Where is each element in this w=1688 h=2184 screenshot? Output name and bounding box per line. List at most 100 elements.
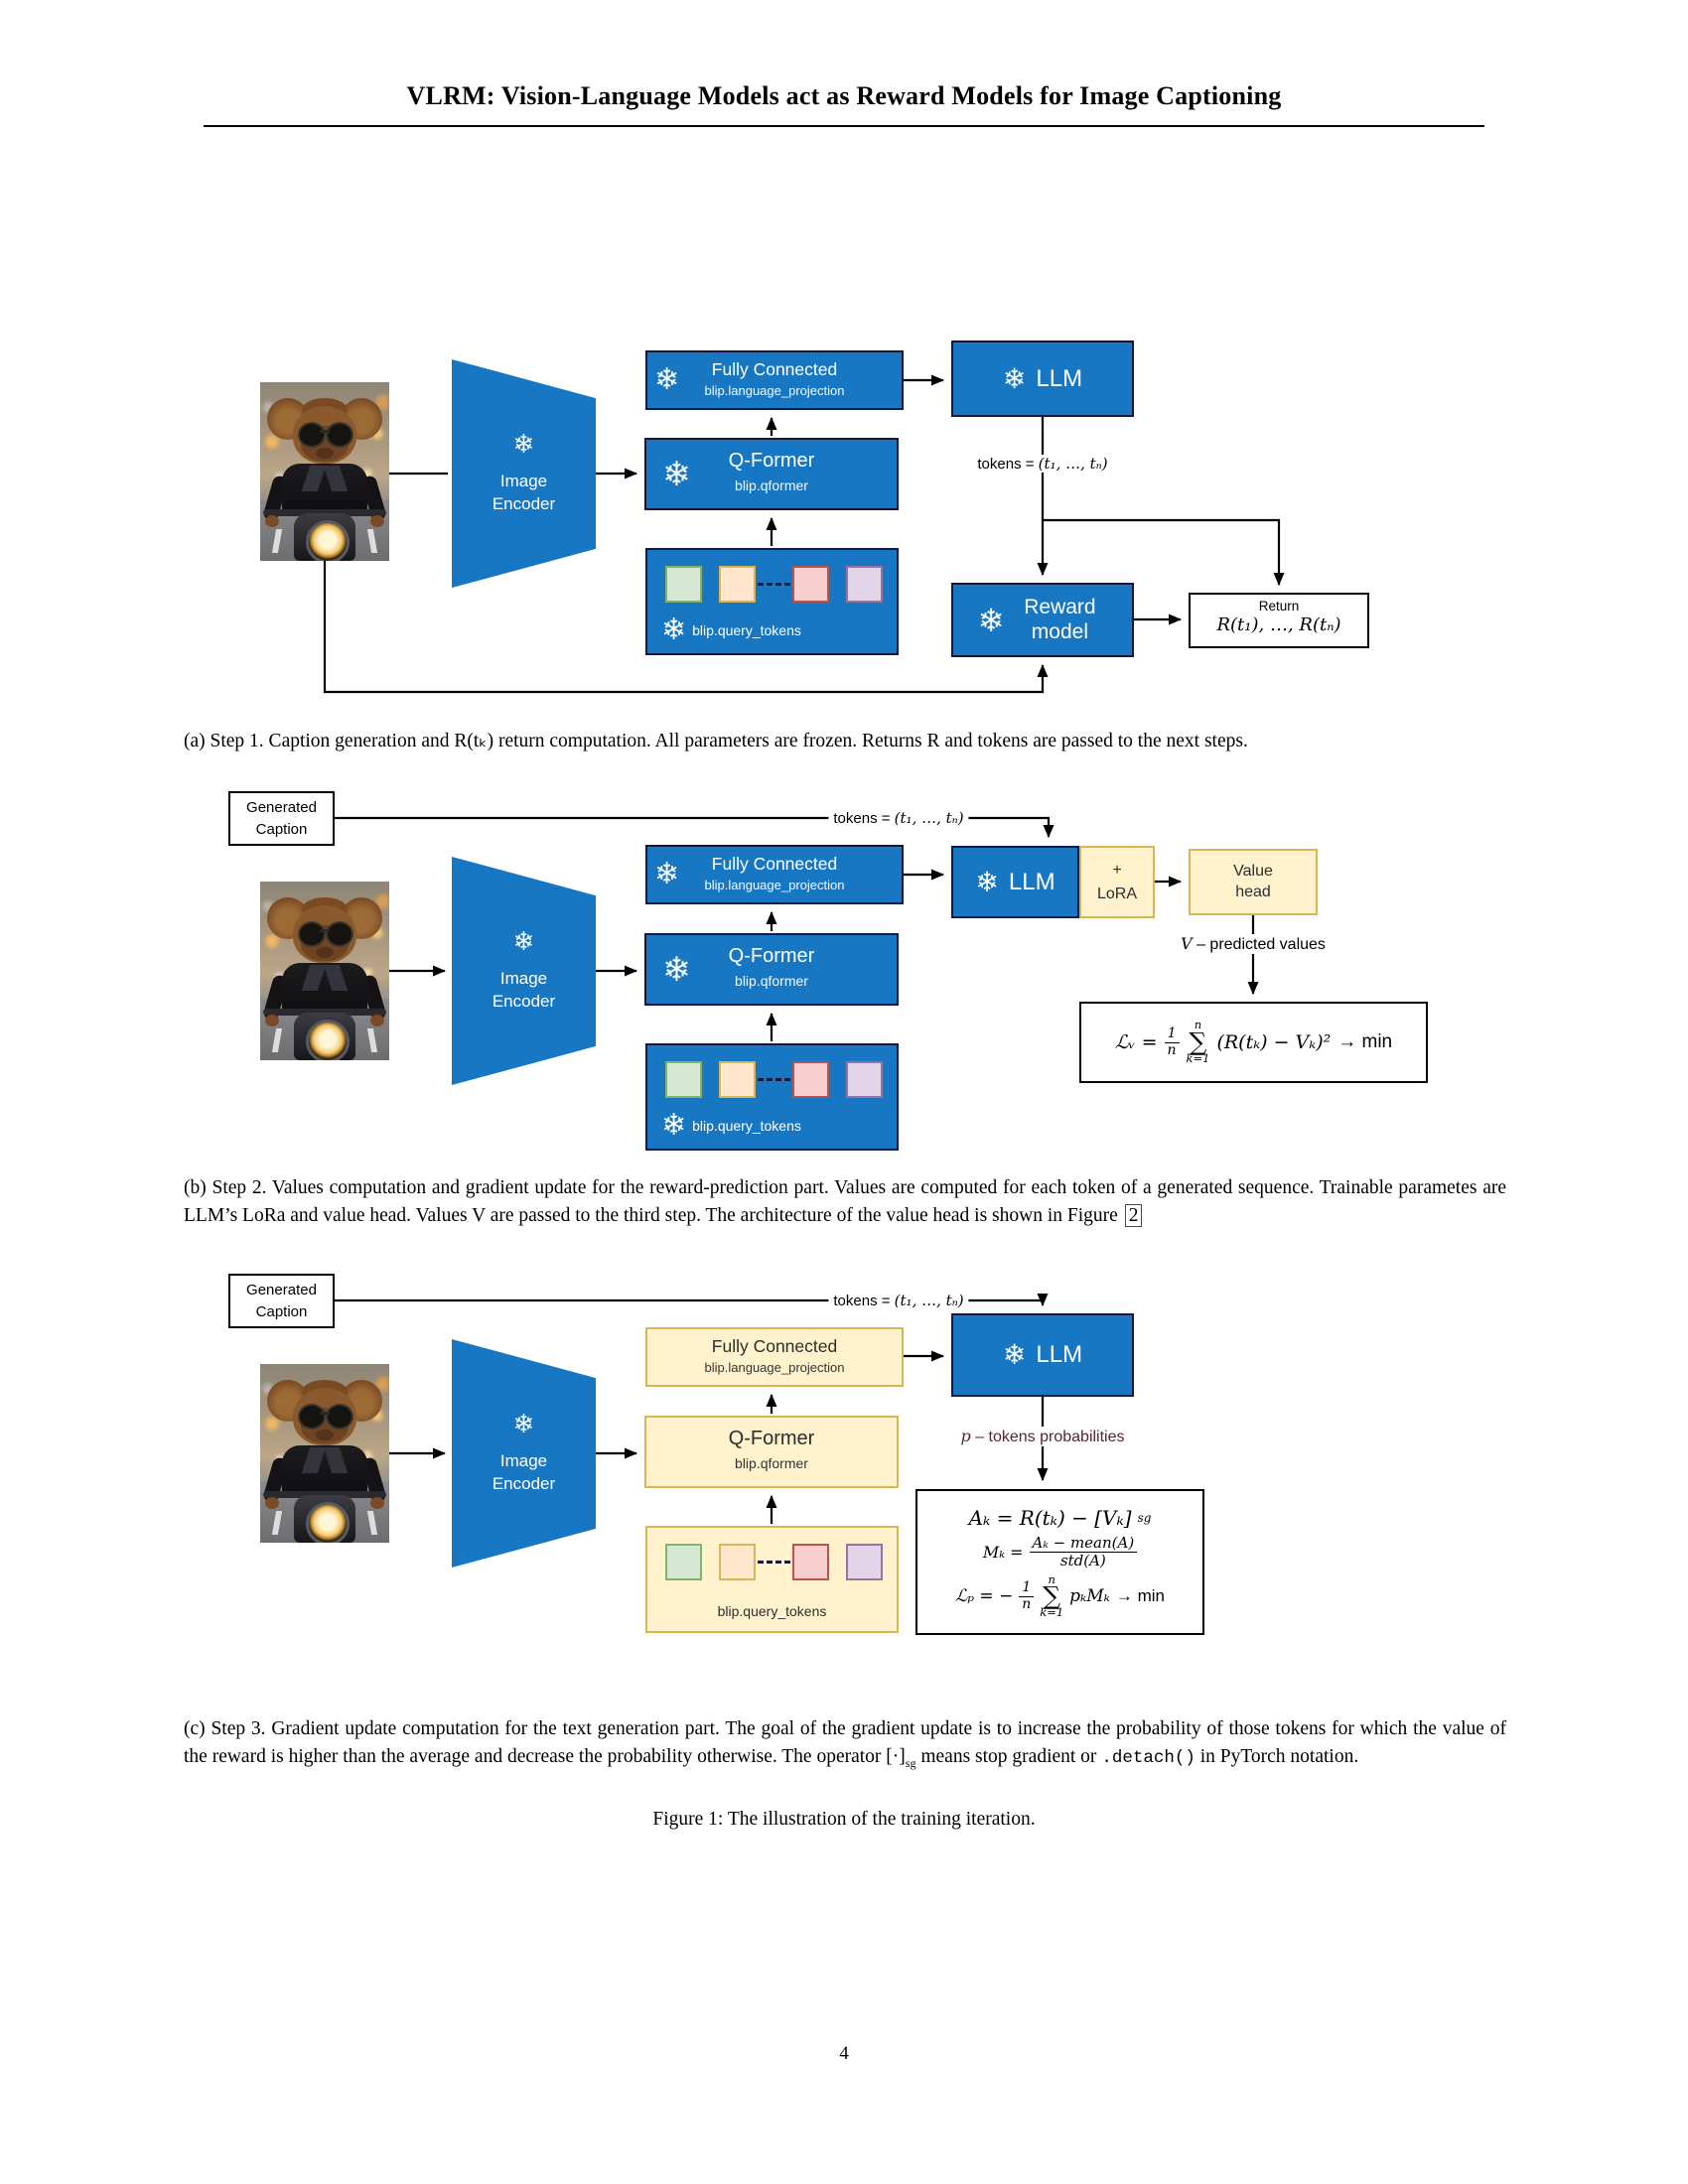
snowflake-icon: ❄ bbox=[654, 362, 680, 397]
tokens-prefix: tokens = bbox=[833, 1293, 895, 1309]
photo-sunglasses bbox=[298, 422, 326, 448]
query-tokens-label: blip.query_tokens bbox=[692, 622, 801, 638]
image-encoder-label: Image Encoder bbox=[492, 969, 556, 1011]
qformer-subtitle: blip.qformer bbox=[735, 1455, 808, 1471]
photo-hand bbox=[265, 1497, 279, 1509]
caption-step3-code: .detach() bbox=[1101, 1747, 1196, 1768]
photo-sunglasses bbox=[298, 921, 326, 947]
llm-label: LLM bbox=[1008, 868, 1055, 895]
photo-headlight bbox=[306, 520, 350, 561]
figure-2-link[interactable]: 2 bbox=[1124, 1203, 1143, 1227]
photo-headlight bbox=[306, 1020, 350, 1060]
image-encoder-block-a: ❄ Image Encoder bbox=[452, 359, 596, 588]
image-encoder-label: Image Encoder bbox=[492, 1451, 556, 1493]
qformer-block-c: Q-Former blip.qformer bbox=[644, 1416, 899, 1488]
tokens-math: (t₁, …, tₙ) bbox=[894, 1292, 964, 1309]
snowflake-icon: ❄ bbox=[1002, 361, 1027, 395]
lora-block: + LoRA bbox=[1079, 846, 1155, 918]
query-token-purple bbox=[846, 566, 883, 603]
query-token-pink bbox=[792, 1061, 829, 1098]
tokens-math: (t₁, …, tₙ) bbox=[1038, 455, 1108, 473]
query-tokens-block-c: blip.query_tokens bbox=[645, 1526, 899, 1633]
loss-body: (R(tₖ) − Vₖ)² bbox=[1216, 1031, 1332, 1053]
tokens-prefix: tokens = bbox=[977, 456, 1039, 473]
lp-tail: → min bbox=[1115, 1586, 1165, 1606]
fully-connected-title: Fully Connected bbox=[711, 359, 838, 379]
advantage-main: Aₖ = R(tₖ) − [Vₖ] bbox=[968, 1506, 1132, 1531]
stop-gradient-sub: sg bbox=[1137, 1511, 1152, 1526]
arrow-a-tokens-return bbox=[1043, 518, 1285, 586]
snowflake-icon: ❄ bbox=[512, 430, 535, 461]
generated-caption-block-b: Generated Caption bbox=[228, 791, 335, 846]
loss-lhs: ℒᵥ = bbox=[1114, 1031, 1158, 1053]
llm-label: LLM bbox=[1036, 1341, 1083, 1368]
query-tokens-block-a: ❄ blip.query_tokens bbox=[645, 548, 899, 655]
qformer-block-a: ❄ Q-Former blip.qformer bbox=[644, 438, 899, 510]
v-symbol: V bbox=[1181, 934, 1193, 953]
value-head-block: Value head bbox=[1189, 849, 1318, 915]
normalized-advantage-formula: Mₖ = Aₖ − mean(A)std(A) bbox=[982, 1534, 1138, 1570]
page-number: 4 bbox=[839, 2043, 849, 2064]
caption-step2-text: (b) Step 2. Values computation and gradi… bbox=[184, 1177, 1506, 1226]
lora-label: LoRA bbox=[1096, 885, 1138, 902]
llm-block-a: ❄ LLM bbox=[951, 341, 1134, 417]
photo-hand bbox=[370, 1015, 384, 1026]
photo-hand bbox=[370, 1497, 384, 1509]
query-token-orange bbox=[719, 566, 756, 603]
m-lhs: Mₖ = bbox=[982, 1543, 1024, 1563]
mean-std-fraction: Aₖ − mean(A)std(A) bbox=[1029, 1534, 1138, 1570]
photo-headlight bbox=[306, 1502, 350, 1543]
image-encoder-block-c: ❄ Image Encoder bbox=[452, 1339, 596, 1568]
photo-muzzle bbox=[316, 947, 334, 958]
policy-loss-formula: Aₖ = R(tₖ) − [Vₖ] sg Mₖ = Aₖ − mean(A)std… bbox=[915, 1489, 1204, 1635]
snowflake-icon: ❄ bbox=[661, 1108, 687, 1143]
snowflake-icon: ❄ bbox=[654, 857, 680, 891]
llm-block-b: ❄ LLM bbox=[951, 846, 1079, 918]
snowflake-icon: ❄ bbox=[662, 454, 691, 494]
fully-connected-subtitle: blip.language_projection bbox=[704, 1360, 845, 1375]
snowflake-icon: ❄ bbox=[512, 927, 535, 958]
p-text: – tokens probabilities bbox=[970, 1429, 1125, 1445]
caption-step3-p2: means stop gradient or bbox=[915, 1745, 1102, 1767]
photo-hand bbox=[370, 515, 384, 527]
fully-connected-subtitle: blip.language_projection bbox=[704, 878, 845, 892]
caption-step3: (c) Step 3. Gradient update computation … bbox=[184, 1715, 1506, 1777]
snowflake-icon: ❄ bbox=[977, 601, 1005, 639]
photo-sunglasses bbox=[326, 921, 353, 947]
query-token-green bbox=[665, 1544, 702, 1580]
generated-caption-block-c: Generated Caption bbox=[228, 1274, 335, 1328]
tokens-label-c: tokens = (t₁, …, tₙ) bbox=[828, 1292, 969, 1309]
loss-tail: → min bbox=[1337, 1031, 1393, 1052]
photo-hand bbox=[265, 515, 279, 527]
query-token-orange bbox=[719, 1061, 756, 1098]
photo-sunglasses bbox=[298, 1404, 326, 1430]
caption-step1: (a) Step 1. Caption generation and R(tₖ)… bbox=[184, 731, 1248, 751]
qformer-block-b: ❄ Q-Former blip.qformer bbox=[644, 933, 899, 1006]
photo-hand bbox=[265, 1015, 279, 1026]
fully-connected-title: Fully Connected bbox=[711, 1336, 838, 1356]
caption-step3-p3: in PyTorch notation. bbox=[1195, 1745, 1359, 1767]
token-ellipsis-dashes bbox=[758, 583, 790, 586]
snowflake-icon: ❄ bbox=[662, 949, 691, 990]
return-block: Return R(t₁), …, R(tₙ) bbox=[1189, 593, 1369, 648]
snowflake-icon: ❄ bbox=[1002, 1338, 1027, 1371]
return-formula: R(t₁), …, R(tₙ) bbox=[1216, 614, 1341, 635]
photo-sunglasses bbox=[326, 1404, 353, 1430]
query-token-green bbox=[665, 566, 702, 603]
photo-sunglasses bbox=[326, 422, 353, 448]
value-head-label: Value head bbox=[1233, 862, 1273, 900]
figure-caption: Figure 1: The illustration of the traini… bbox=[652, 1809, 1036, 1830]
return-title: Return bbox=[1258, 599, 1300, 614]
llm-block-c: ❄ LLM bbox=[951, 1313, 1134, 1397]
image-encoder-block-b: ❄ Image Encoder bbox=[452, 857, 596, 1085]
query-token-purple bbox=[846, 1544, 883, 1580]
generated-caption-label: Generated Caption bbox=[246, 1281, 317, 1320]
tokens-math: (t₁, …, tₙ) bbox=[894, 809, 964, 827]
motorcycle-monkey-photo bbox=[260, 1364, 389, 1543]
tokens-prefix: tokens = bbox=[833, 810, 895, 827]
reward-model-block: ❄ Reward model bbox=[951, 583, 1134, 657]
arrow-b-caption-llm bbox=[335, 816, 1055, 838]
predicted-values-label: V – predicted values bbox=[1176, 934, 1331, 954]
